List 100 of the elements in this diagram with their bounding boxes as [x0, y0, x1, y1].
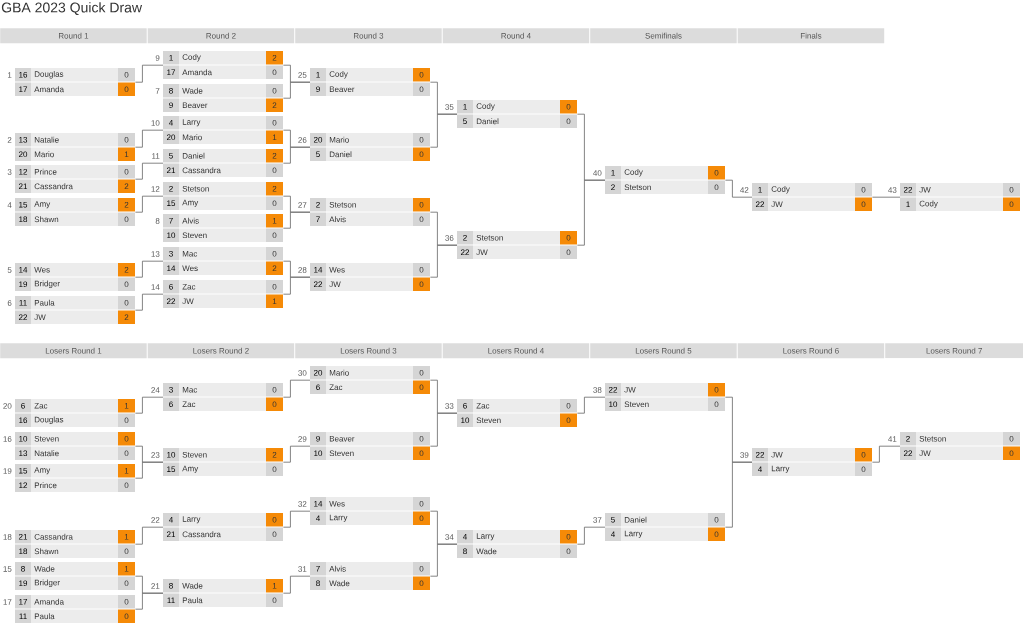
player-cell: JW — [768, 197, 855, 211]
bracket-line — [872, 196, 901, 198]
seed-cell: 8 — [163, 579, 179, 593]
player-cell: Steven — [473, 413, 560, 427]
match-number: 27 — [298, 202, 307, 208]
score-cell: 0 — [118, 165, 135, 179]
player-cell: Cody — [768, 183, 855, 197]
seed-cell: 16 — [15, 68, 31, 82]
match-number: 22 — [151, 517, 160, 523]
round-header: Losers Round 4 — [442, 343, 590, 359]
player-cell: Stetson — [621, 180, 708, 194]
match-number: 32 — [298, 501, 307, 507]
player-cell: Wade — [179, 579, 266, 593]
player-cell: Cassandra — [31, 530, 118, 544]
bracket-line — [283, 211, 311, 229]
player-cell: JW — [916, 183, 1003, 197]
score-cell: 0 — [560, 530, 577, 544]
seed-cell: 7 — [310, 212, 326, 226]
round-header: Semifinals — [590, 28, 737, 44]
score-cell: 0 — [560, 100, 577, 114]
seed-cell: 22 — [457, 245, 473, 259]
round-header: Finals — [737, 28, 885, 44]
score-cell: 0 — [266, 65, 283, 79]
seed-cell: 20 — [15, 147, 31, 161]
player-cell: JW — [326, 277, 413, 291]
match-number: 37 — [593, 517, 602, 523]
seed-cell: 21 — [163, 163, 179, 177]
seed-cell: 2 — [163, 182, 179, 196]
match-number: 9 — [155, 55, 160, 61]
match-number: 15 — [3, 566, 12, 572]
player-cell: Wes — [326, 263, 413, 277]
seed-cell: 8 — [457, 544, 473, 558]
seed-cell: 13 — [15, 133, 31, 147]
seed-cell: 21 — [163, 527, 179, 541]
match-number: 19 — [3, 468, 12, 474]
player-cell: Beaver — [326, 432, 413, 446]
bracket-line — [283, 510, 311, 528]
score-cell: 0 — [708, 166, 725, 180]
seed-cell: 5 — [163, 149, 179, 163]
bracket-line — [135, 260, 164, 278]
seed-cell: 8 — [15, 562, 31, 576]
seed-cell: 11 — [15, 609, 31, 623]
match-number: 30 — [298, 370, 307, 376]
bracket-line — [430, 543, 458, 577]
score-cell: 0 — [118, 544, 135, 558]
score-cell: 0 — [1003, 432, 1020, 446]
bracket-line — [577, 396, 606, 414]
bracket-line — [135, 526, 164, 545]
score-cell: 0 — [118, 133, 135, 147]
player-cell: Daniel — [179, 149, 266, 163]
match-number: 4 — [7, 202, 12, 208]
seed-cell: 20 — [163, 130, 179, 144]
seed-cell: 5 — [457, 114, 473, 128]
node-label: Losers Round 5 — [635, 347, 692, 354]
match-number: 10 — [151, 120, 160, 126]
seed-cell: 17 — [15, 595, 31, 609]
seed-cell: 10 — [163, 228, 179, 242]
score-cell: 1 — [266, 294, 283, 308]
match-number: 2 — [7, 137, 12, 143]
seed-cell: 14 — [310, 263, 326, 277]
score-cell: 1 — [118, 530, 135, 544]
node-label: Round 1 — [58, 32, 89, 39]
score-cell: 0 — [118, 68, 135, 82]
seed-cell: 4 — [457, 530, 473, 544]
seed-cell: 13 — [15, 446, 31, 460]
seed-cell: 15 — [15, 198, 31, 212]
score-cell: 1 — [118, 464, 135, 478]
seed-cell: 6 — [457, 399, 473, 413]
seed-cell: 4 — [163, 513, 179, 527]
player-cell: Stetson — [916, 432, 1003, 446]
player-cell: Larry — [768, 462, 855, 476]
seed-cell: 5 — [605, 513, 621, 527]
score-cell: 0 — [266, 116, 283, 130]
match-number: 39 — [740, 452, 749, 458]
node-label: Round 3 — [353, 32, 384, 39]
score-cell: 0 — [855, 197, 872, 211]
player-cell: Paula — [31, 296, 118, 310]
score-cell: 2 — [266, 448, 283, 462]
score-cell: 2 — [266, 261, 283, 275]
match-number: 3 — [7, 169, 12, 175]
seed-cell: 10 — [605, 397, 621, 411]
player-cell: Larry — [473, 530, 560, 544]
score-cell: 0 — [118, 446, 135, 460]
seed-cell: 8 — [163, 84, 179, 98]
round-header: Losers Round 7 — [885, 343, 1023, 359]
player-cell: Mac — [179, 247, 266, 261]
score-cell: 0 — [855, 448, 872, 462]
seed-cell: 9 — [310, 82, 326, 96]
player-cell: Alvis — [326, 562, 413, 576]
round-header: Losers Round 5 — [590, 343, 737, 359]
score-cell: 0 — [560, 245, 577, 259]
player-cell: Alvis — [326, 212, 413, 226]
node-label: Losers Round 7 — [926, 347, 983, 354]
player-cell: Shawn — [31, 212, 118, 226]
seed-cell: 16 — [15, 413, 31, 427]
score-cell: 0 — [266, 84, 283, 98]
seed-cell: 22 — [605, 383, 621, 397]
score-cell: 0 — [413, 277, 430, 291]
score-cell: 0 — [413, 511, 430, 525]
score-cell: 0 — [708, 397, 725, 411]
